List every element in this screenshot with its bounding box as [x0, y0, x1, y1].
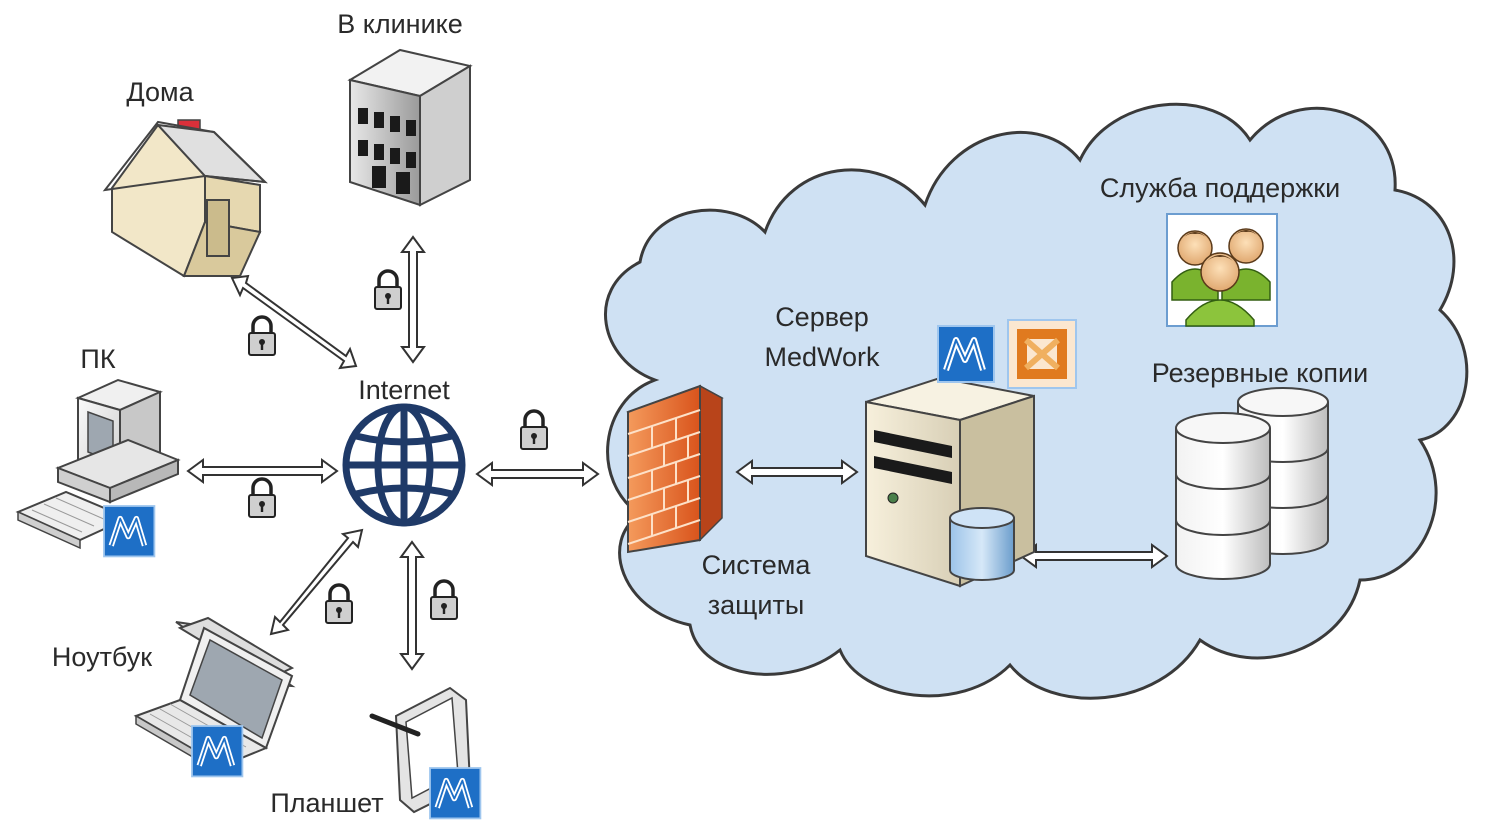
laptop-label: Ноутбук — [52, 642, 152, 672]
arrow-home-internet — [230, 274, 358, 370]
pc-label: ПК — [80, 344, 115, 374]
globe-icon — [342, 403, 466, 527]
arrow-server-backups — [1019, 543, 1169, 569]
medwork-logo-icon — [938, 326, 994, 382]
security-label-line1: Система — [702, 550, 812, 580]
arrow-internet-tablet — [399, 540, 425, 671]
server-icon — [865, 376, 1035, 588]
padlock-icon — [519, 409, 549, 451]
support-team-icon — [1166, 213, 1278, 327]
clinic-label: В клинике — [337, 9, 463, 39]
arrow-internet-laptop — [269, 528, 364, 636]
backup-storage-icon — [1175, 387, 1329, 580]
support-label: Служба поддержки — [1100, 173, 1340, 203]
medwork-logo-icon — [192, 726, 242, 776]
firewall-icon — [626, 384, 724, 554]
arrow-clinic-internet — [400, 235, 426, 364]
tablet-label: Планшет — [270, 788, 383, 818]
arrow-firewall-server — [735, 459, 859, 485]
office-logo-icon — [1007, 319, 1077, 389]
padlock-icon — [247, 315, 277, 357]
padlock-icon — [247, 477, 277, 519]
home-icon — [102, 119, 268, 278]
arrow-pc-internet — [186, 458, 339, 484]
database-icon — [949, 507, 1015, 581]
home-label: Дома — [126, 77, 194, 107]
pc-icon — [15, 378, 181, 550]
security-label-line2: защиты — [708, 590, 804, 620]
padlock-icon — [373, 269, 403, 311]
medwork-logo-icon — [104, 506, 154, 556]
backups-label: Резервные копии — [1152, 358, 1368, 388]
padlock-icon — [429, 579, 459, 621]
server-label-line2: MedWork — [764, 342, 880, 372]
arrow-internet-firewall — [475, 461, 600, 487]
server-label-line1: Сервер — [775, 302, 869, 332]
padlock-icon — [324, 583, 354, 625]
internet-label: Internet — [358, 375, 450, 405]
clinic-building-icon — [347, 48, 473, 207]
medwork-logo-icon — [430, 768, 480, 818]
